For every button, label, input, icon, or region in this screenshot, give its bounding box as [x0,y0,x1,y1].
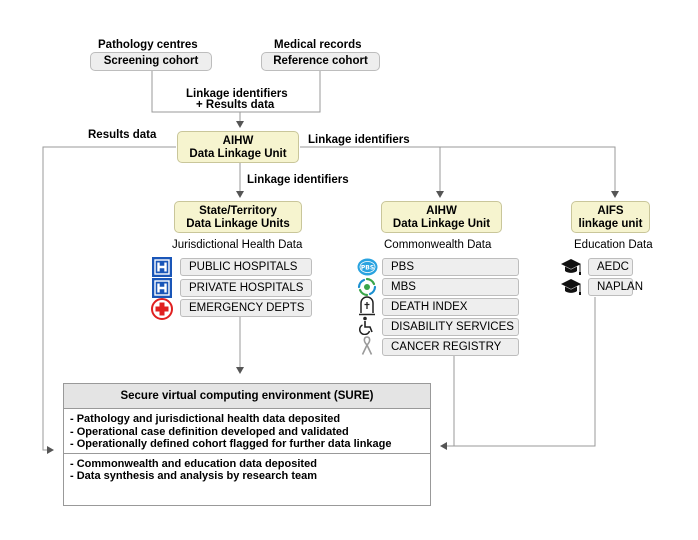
commonwealth-to-sure-line [440,356,455,450]
disability-services-item: DISABILITY SERVICES [382,318,519,336]
mbs-item: MBS [382,278,519,296]
screening-cohort-box: Screening cohort [90,52,212,71]
jurisdictional-health-heading: Jurisdictional Health Data [172,239,303,251]
aihw-central-box: AIHW Data Linkage Unit [177,131,299,163]
linkage-results-label-2: + Results data [196,99,275,111]
medical-records-label: Medical records [274,39,362,51]
linkage-identifiers-down-label: Linkage identifiers [247,174,349,186]
aifs-line2: linkage unit [578,218,643,230]
emergency-depts-item: EMERGENCY DEPTS [180,299,312,317]
aihw-commonwealth-box: AIHW Data Linkage Unit [381,201,502,233]
linkage-results-label-1: Linkage identifiers [186,88,288,100]
hospital-h-icon [152,257,172,277]
pbs-logo-icon: PBS [357,258,378,276]
screening-link-line [151,70,321,113]
reference-cohort-box: Reference cohort [261,52,380,71]
aihw-commonwealth-line1: AIHW [426,205,457,217]
sure-s1-line3: - Operationally defined cohort flagged f… [70,438,392,450]
headstone-icon [358,296,376,316]
sure-s2-line1: - Commonwealth and education data deposi… [70,457,317,470]
red-cross-icon [151,298,173,320]
education-data-heading: Education Data [574,239,653,251]
public-hospitals-item: PUBLIC HOSPITALS [180,258,312,276]
state-line1: State/Territory [199,205,277,217]
commonwealth-data-heading: Commonwealth Data [384,239,492,251]
graduation-cap-icon [560,257,582,277]
aifs-line1: AIFS [597,205,624,217]
sure-section-2: - Commonwealth and education data deposi… [64,452,430,485]
private-hospitals-item: PRIVATE HOSPITALS [180,279,312,297]
sure-s1-line1: - Pathology and jurisdictional health da… [70,413,341,425]
death-index-item: DEATH INDEX [382,298,519,316]
wheelchair-icon [358,316,376,336]
pbs-badge-text: PBS [361,265,374,272]
linkage-identifiers-right-label: Linkage identifiers [308,134,410,146]
pathology-centres-label: Pathology centres [98,39,198,51]
cancer-registry-item: CANCER REGISTRY [382,338,519,356]
hospital-h-icon [152,278,172,298]
sure-s1-line2: - Operational case definition developed … [70,425,349,438]
results-data-label: Results data [88,129,157,141]
pbs-item: PBS [382,258,519,276]
aihw-commonwealth-line2: Data Linkage Unit [392,218,491,230]
aedc-item: AEDC [588,258,633,276]
aihw-central-line1: AIHW [222,135,254,147]
graduation-cap-icon [560,277,582,297]
ribbon-icon [360,336,374,356]
naplan-item: NAPLAN [588,278,643,296]
aifs-to-sure-line [454,297,596,447]
linkage-identifiers-right-line [300,146,619,198]
mbs-logo-icon [357,277,377,297]
state-territory-box: State/Territory Data Linkage Units [174,201,302,233]
sure-s2-line2: - Data synthesis and analysis by researc… [70,470,318,482]
sure-environment-box: Secure virtual computing environment (SU… [63,383,431,506]
aifs-box: AIFS linkage unit [571,201,650,233]
aihw-central-line2: Data Linkage Unit [189,148,287,160]
state-line2: Data Linkage Units [186,218,290,230]
results-data-line [42,146,176,454]
sure-section-1: - Pathology and jurisdictional health da… [64,409,430,453]
sure-title: Secure virtual computing environment (SU… [64,384,430,409]
